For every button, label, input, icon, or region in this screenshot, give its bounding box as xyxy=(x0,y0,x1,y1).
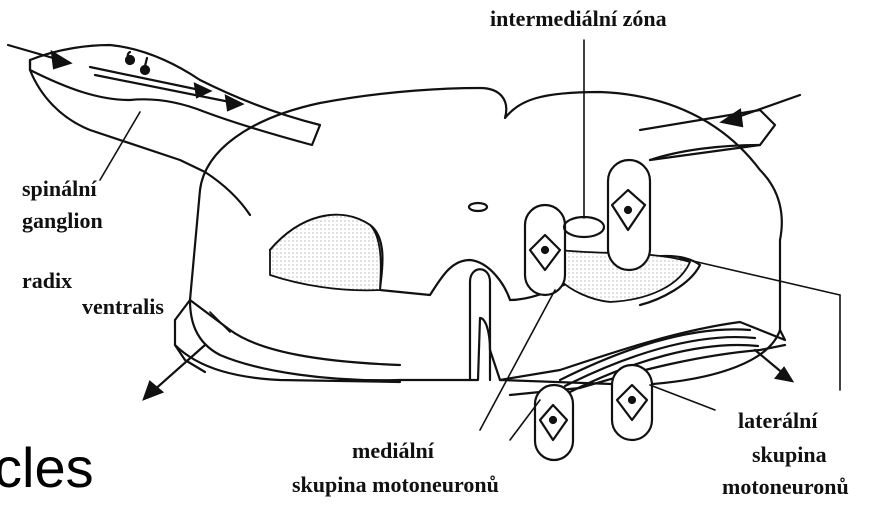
central-canal xyxy=(469,203,487,211)
label-lateral-line3: motoneuronů xyxy=(722,476,849,498)
label-radix-line2: ventralis xyxy=(82,296,164,318)
intermediate-zone-marker xyxy=(564,217,604,237)
dorsal-root-left xyxy=(30,45,320,145)
label-intermediate-zone: intermediální zóna xyxy=(490,8,667,30)
label-lateral-line2: skupina xyxy=(752,444,827,466)
label-medial-line1: mediální xyxy=(352,440,434,462)
label-lateral-line1: laterální xyxy=(738,410,817,432)
label-radix-line1: radix xyxy=(22,270,72,292)
label-spinal-ganglion-line2: ganglion xyxy=(22,210,103,232)
label-medial-line2: skupina motoneuronů xyxy=(292,474,499,496)
cropped-text-fragment: cles xyxy=(0,440,94,496)
lateral-motor-column xyxy=(608,160,650,270)
label-spinal-ganglion-line1: spinální xyxy=(22,178,97,200)
